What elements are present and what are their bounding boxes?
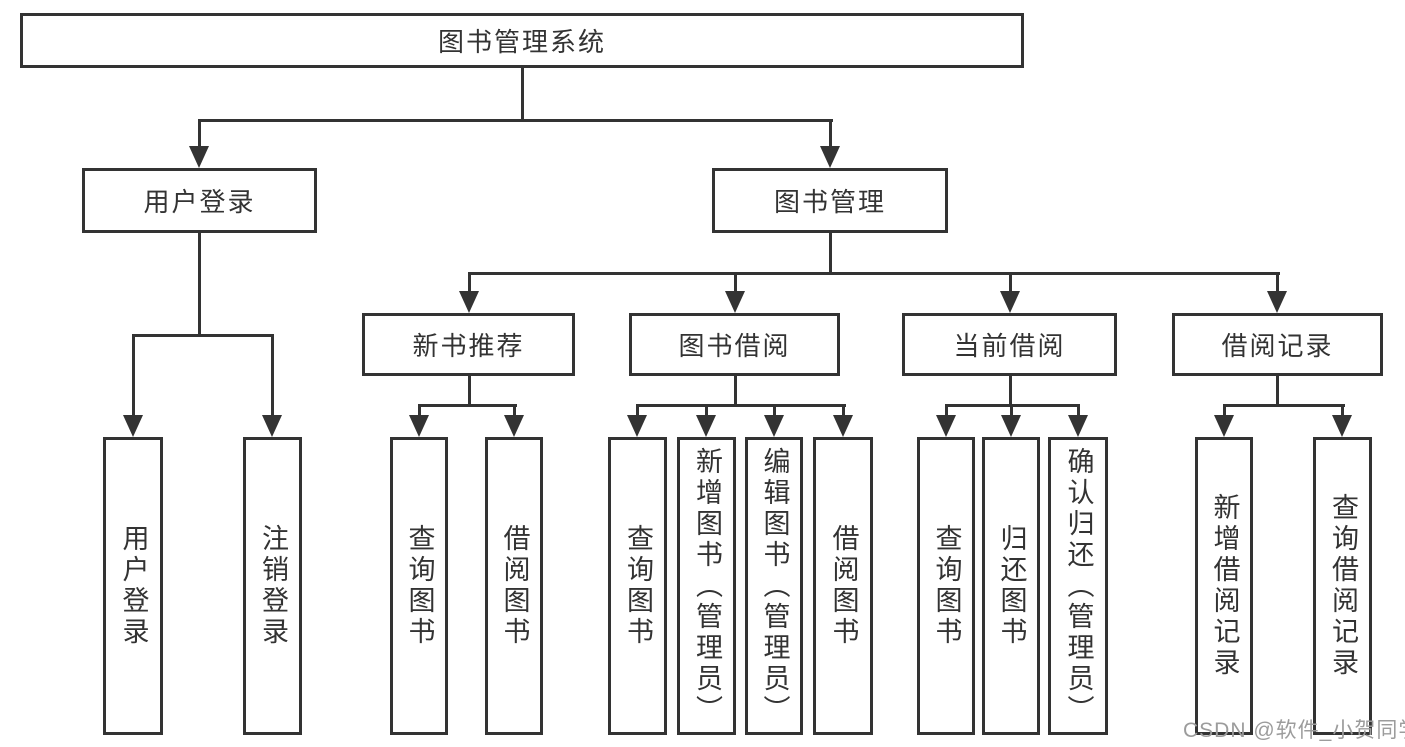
leaf-user-login: 用户登录 (103, 437, 163, 735)
arrow-down-icon (459, 291, 479, 313)
leaf-borrow-books-recommend: 借阅图书 (485, 437, 543, 735)
arrow-down-icon (820, 146, 840, 168)
edge-to-leaf-user-login (132, 334, 135, 416)
arrow-down-icon (627, 415, 647, 437)
node-user-login: 用户登录 (82, 168, 317, 233)
edge-book-management-stem (829, 233, 832, 274)
edge-root-crossbar (198, 119, 833, 122)
arrow-down-icon (696, 415, 716, 437)
edge-root-stem (521, 68, 524, 120)
edge-to-current-borrowing (1009, 272, 1012, 292)
leaf-confirm-return-admin: 确认归还（管理员） (1048, 437, 1108, 735)
leaf-borrow-books-borrowing: 借阅图书 (813, 437, 873, 735)
arrow-down-icon (1214, 415, 1234, 437)
node-book-management: 图书管理 (712, 168, 948, 233)
leaf-query-books-current: 查询图书 (917, 437, 975, 735)
arrow-down-icon (1000, 291, 1020, 313)
edge-recommend-leaf-1 (418, 404, 421, 416)
arrow-down-icon (1267, 291, 1287, 313)
edge-book-management-crossbar (468, 272, 1280, 275)
edge-borrowing-leaf-1 (636, 404, 639, 416)
node-book-borrowing: 图书借阅 (629, 313, 840, 376)
arrow-down-icon (123, 415, 143, 437)
edge-borrowing-stem (734, 376, 737, 406)
edge-borrowing-leaf-2 (705, 404, 708, 416)
leaf-return-books: 归还图书 (982, 437, 1040, 735)
edge-borrowing-crossbar (636, 404, 846, 407)
node-new-book-recommend: 新书推荐 (362, 313, 575, 376)
node-borrowing-records: 借阅记录 (1172, 313, 1383, 376)
edge-current-stem (1009, 376, 1012, 406)
edge-to-leaf-logout (271, 334, 274, 416)
leaf-logout: 注销登录 (243, 437, 302, 735)
edge-user-login-stem (198, 233, 201, 336)
node-current-borrowing: 当前借阅 (902, 313, 1117, 376)
leaf-query-books-borrowing: 查询图书 (608, 437, 667, 735)
edge-borrowing-leaf-3 (773, 404, 776, 416)
node-root: 图书管理系统 (20, 13, 1024, 68)
edge-recommend-stem (468, 376, 471, 406)
leaf-query-books-recommend: 查询图书 (390, 437, 448, 735)
arrow-down-icon (1332, 415, 1352, 437)
arrow-down-icon (262, 415, 282, 437)
edge-current-leaf-2 (1010, 404, 1013, 416)
leaf-query-borrow-record: 查询借阅记录 (1313, 437, 1372, 735)
edge-records-leaf-2 (1341, 404, 1344, 416)
arrow-down-icon (504, 415, 524, 437)
arrow-down-icon (1068, 415, 1088, 437)
edge-to-new-book-recommend (468, 272, 471, 292)
edge-user-login-crossbar (132, 334, 274, 337)
arrow-down-icon (764, 415, 784, 437)
edge-recommend-leaf-2 (513, 404, 516, 416)
edge-current-leaf-1 (945, 404, 948, 416)
leaf-add-book-admin: 新增图书（管理员） (677, 437, 736, 735)
arrow-down-icon (409, 415, 429, 437)
edge-to-book-borrowing (734, 272, 737, 292)
watermark-text: CSDN @软件_小贺同学 (1183, 719, 1405, 742)
edge-current-leaf-3 (1077, 404, 1080, 416)
arrow-down-icon (833, 415, 853, 437)
edge-records-crossbar (1223, 404, 1345, 407)
arrow-down-icon (189, 146, 209, 168)
arrow-down-icon (936, 415, 956, 437)
edge-records-leaf-1 (1223, 404, 1226, 416)
edge-to-book-management (829, 119, 832, 147)
edge-to-borrowing-records (1276, 272, 1279, 292)
arrow-down-icon (1001, 415, 1021, 437)
edge-recommend-crossbar (418, 404, 517, 407)
leaf-edit-book-admin: 编辑图书（管理员） (745, 437, 803, 735)
edge-borrowing-leaf-4 (842, 404, 845, 416)
edge-records-stem (1276, 376, 1279, 406)
leaf-add-borrow-record: 新增借阅记录 (1195, 437, 1253, 735)
arrow-down-icon (725, 291, 745, 313)
edge-to-user-login (198, 119, 201, 147)
